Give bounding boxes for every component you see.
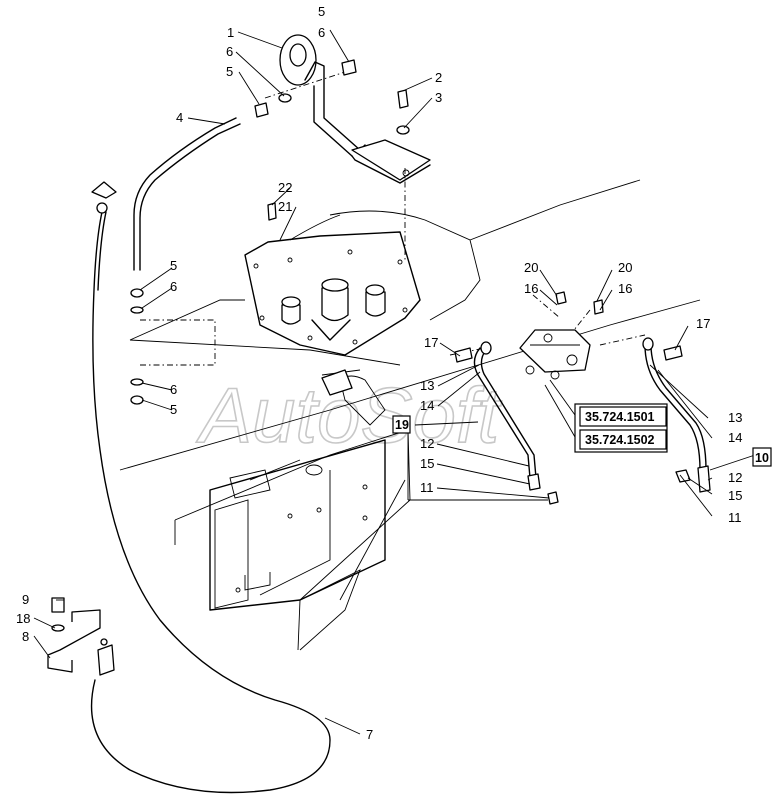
callout-5-a: 5 [170, 258, 177, 273]
leader-lines [33, 29, 756, 735]
callout-12-right: 12 [728, 470, 742, 485]
pedal-boots [281, 278, 386, 341]
pipes [321, 337, 711, 505]
cable-bracket [47, 597, 115, 676]
callout-7: 7 [366, 727, 373, 742]
callout-8: 8 [22, 629, 29, 644]
callout-6-top: 6 [318, 25, 325, 40]
callout-6-left: 6 [226, 44, 233, 59]
callout-11-right: 11 [728, 510, 742, 525]
callout-11-left: 11 [420, 480, 434, 495]
callout-21: 21 [278, 199, 292, 214]
callout-13-right: 13 [728, 410, 742, 425]
callout-14-left: 14 [420, 398, 434, 413]
ref-35-724-1501: 35.724.1501 [585, 410, 655, 424]
ref-box-19: 19 [395, 418, 409, 432]
reference-boxes: 19 10 35.724.1501 35.724.1502 [392, 403, 772, 467]
callout-12-left: 12 [420, 436, 434, 451]
callout-labels: 1 5 6 6 5 4 2 3 22 21 5 6 6 5 20 16 20 1… [16, 4, 742, 742]
callout-13-left: 13 [420, 378, 434, 393]
callout-9: 9 [22, 592, 29, 607]
floor-panel [129, 210, 481, 366]
callout-5-top: 5 [318, 4, 325, 19]
pedal-bracket [279, 34, 431, 184]
callout-5-left: 5 [226, 64, 233, 79]
callout-2: 2 [435, 70, 442, 85]
callout-17-left: 17 [424, 335, 438, 350]
callout-16-left: 16 [524, 281, 538, 296]
callout-14-right: 14 [728, 430, 742, 445]
callout-4: 4 [176, 110, 183, 125]
callout-6-b: 6 [170, 382, 177, 397]
callout-15-right: 15 [728, 488, 742, 503]
alignment-lines [140, 71, 646, 366]
callout-1: 1 [227, 25, 234, 40]
control-rod [130, 117, 241, 405]
callout-16-right: 16 [618, 281, 632, 296]
callout-15-left: 15 [420, 456, 434, 471]
callout-17-right: 17 [696, 316, 710, 331]
ref-35-724-1502: 35.724.1502 [585, 433, 655, 447]
callout-18: 18 [16, 611, 30, 626]
throttle-cable [90, 181, 331, 794]
callout-3: 3 [435, 90, 442, 105]
callout-20-right: 20 [618, 260, 632, 275]
callout-6-a: 6 [170, 279, 177, 294]
ref-box-10: 10 [755, 451, 769, 465]
valve-assembly [519, 291, 604, 380]
bracket-hardware [254, 59, 410, 221]
callout-22: 22 [278, 180, 292, 195]
callout-20-left: 20 [524, 260, 538, 275]
callout-5-b: 5 [170, 402, 177, 417]
